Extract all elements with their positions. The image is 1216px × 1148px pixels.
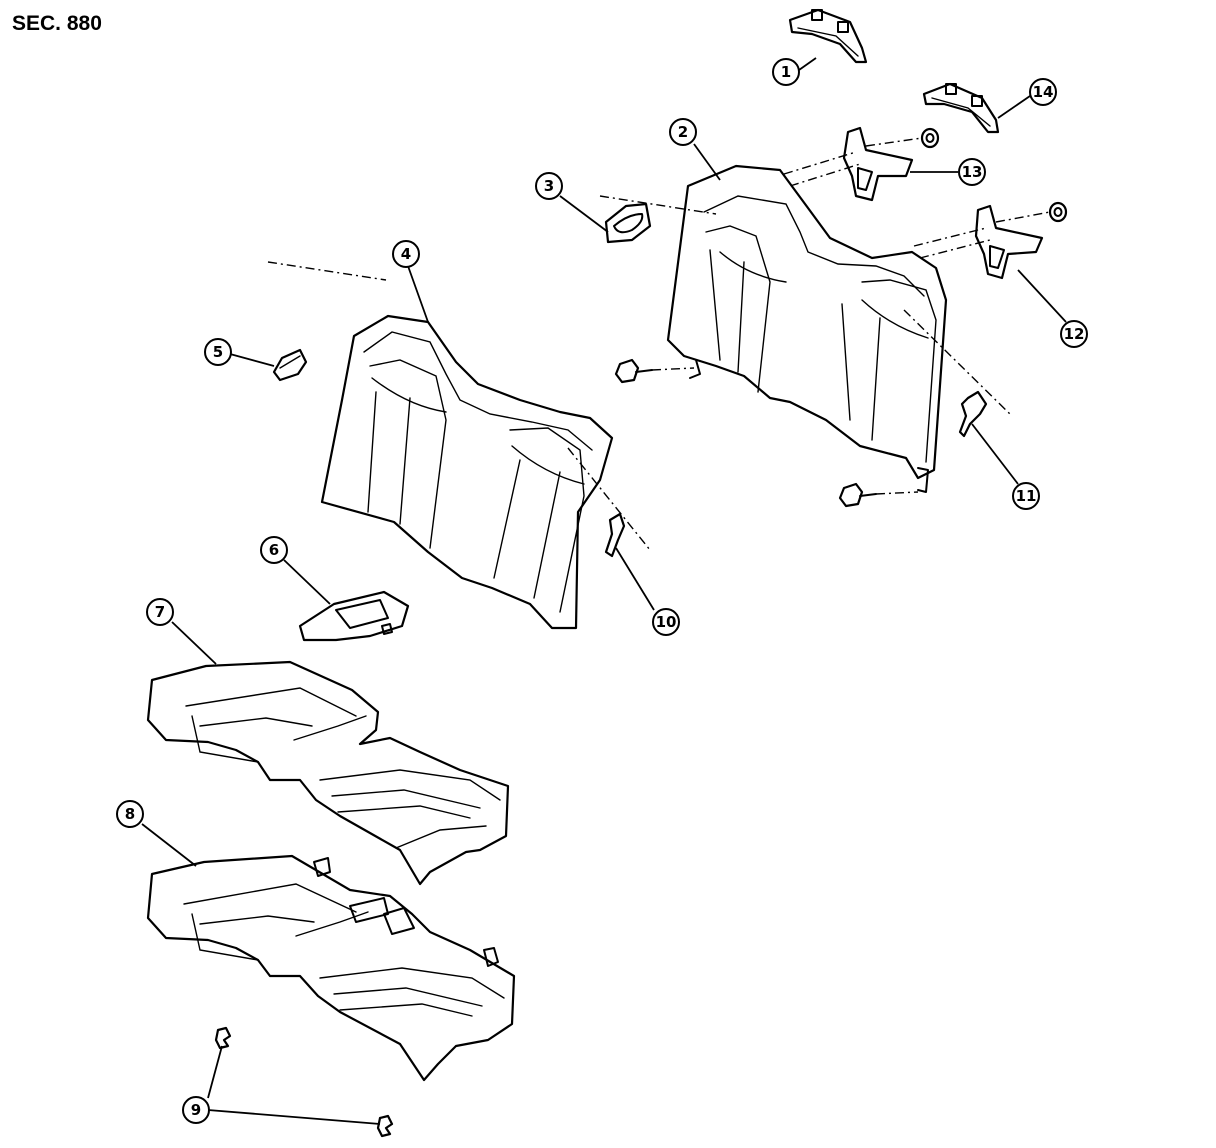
bolt-upper — [614, 358, 695, 384]
svg-text:5: 5 — [213, 343, 223, 361]
svg-text:6: 6 — [269, 541, 279, 559]
callout-11: 11 — [1012, 482, 1040, 510]
svg-text:9: 9 — [191, 1101, 201, 1119]
callout-8: 8 — [116, 800, 144, 828]
callout-9: 9 — [182, 1096, 210, 1124]
callout-4: 4 — [392, 240, 420, 268]
callout-5: 5 — [204, 338, 232, 366]
svg-text:7: 7 — [155, 603, 165, 621]
callout-7: 7 — [146, 598, 174, 626]
part-9-clip-upper — [214, 1026, 232, 1050]
svg-text:14: 14 — [1033, 83, 1054, 101]
callout-3: 3 — [535, 172, 563, 200]
callout-1: 1 — [772, 58, 800, 86]
svg-text:11: 11 — [1016, 487, 1037, 505]
part-10-strap — [604, 512, 626, 558]
part-11-strap — [958, 390, 988, 438]
part-8-seat-cushion-frame — [146, 854, 516, 1082]
part-6-trim-plate — [298, 590, 410, 642]
callout-13: 13 — [958, 158, 986, 186]
callout-14: 14 — [1029, 78, 1057, 106]
part-12-hinge-bracket — [913, 201, 1068, 280]
svg-text:10: 10 — [656, 613, 677, 631]
svg-text:13: 13 — [962, 163, 983, 181]
svg-text:2: 2 — [678, 123, 688, 141]
svg-text:12: 12 — [1064, 325, 1085, 343]
section-label: SEC. 880 — [12, 12, 102, 35]
part-4-seatback-cover — [267, 261, 651, 630]
part-1-bracket — [788, 8, 868, 64]
svg-text:3: 3 — [544, 177, 554, 195]
part-2-seatback-frame — [599, 164, 1013, 493]
part-14-bracket — [922, 82, 1000, 134]
part-5-emblem-plate — [272, 348, 308, 382]
callout-10: 10 — [652, 608, 680, 636]
leader-lines — [141, 57, 1067, 1125]
part-13-hinge-bracket — [783, 126, 940, 202]
part-9-clip-lower — [376, 1114, 394, 1138]
part-3-emblem-plate — [604, 202, 652, 244]
callout-2: 2 — [669, 118, 697, 146]
bolt-lower — [838, 482, 919, 508]
svg-text:8: 8 — [125, 805, 135, 823]
part-7-seat-cushion-cover — [146, 660, 510, 886]
callout-12: 12 — [1060, 320, 1088, 348]
svg-text:1: 1 — [781, 63, 791, 81]
svg-text:4: 4 — [401, 245, 411, 263]
callout-6: 6 — [260, 536, 288, 564]
